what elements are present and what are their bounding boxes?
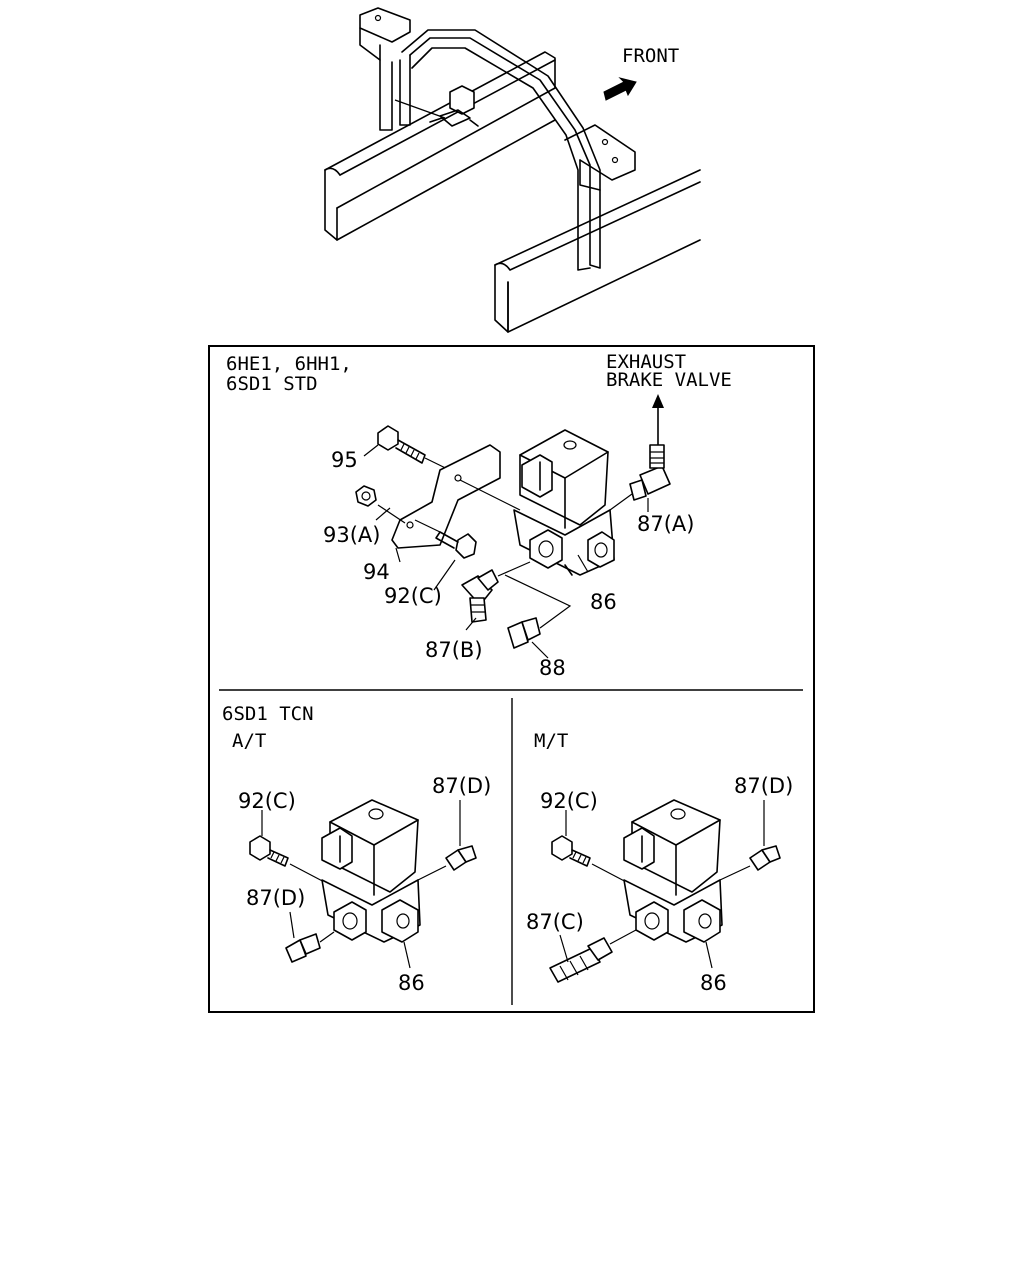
at-callout-87d-left: 87(D) (246, 886, 305, 910)
at-fitting-87d-left (285, 931, 335, 963)
mt-fitting-87c (549, 929, 637, 983)
callout-87b: 87(B) (425, 638, 483, 662)
mt-callout-87d: 87(D) (734, 774, 793, 798)
nut-93a (355, 485, 377, 507)
cross-member (359, 7, 636, 271)
tcn-heading: 6SD1 TCN (222, 703, 314, 725)
std-heading-line2: 6SD1 STD (226, 373, 318, 395)
valve-location-icon (394, 85, 479, 127)
diagram-frame (208, 345, 815, 1013)
front-arrow-icon (603, 77, 637, 101)
mt-callout-92c: 92(C) (540, 789, 598, 813)
at-callout-87d-top: 87(D) (432, 774, 491, 798)
at-valve-86 (321, 799, 421, 943)
bolt-92c (414, 519, 477, 559)
front-label: FRONT (622, 45, 679, 67)
valve-86 (513, 429, 615, 576)
fitting-88 (504, 574, 572, 649)
callout-95: 95 (331, 448, 358, 472)
mt-label: M/T (534, 730, 568, 752)
at-label: A/T (232, 730, 266, 752)
at-callout-92c: 92(C) (238, 789, 296, 813)
callout-94: 94 (363, 560, 390, 584)
mt-callout-87c: 87(C) (526, 910, 584, 934)
arrow-up-icon (652, 394, 664, 446)
fitting-87b (461, 561, 531, 623)
mt-fitting-87d (719, 845, 781, 881)
callout-92c: 92(C) (384, 584, 442, 608)
chassis-overview: FRONT (324, 7, 701, 333)
bracket-94 (377, 444, 521, 549)
mt-callout-86: 86 (700, 971, 727, 995)
at-fitting-87d-top (417, 845, 477, 881)
fitting-87a (609, 444, 671, 511)
callout-88: 88 (539, 656, 566, 680)
callout-93a: 93(A) (323, 523, 380, 547)
tcn-mt-panel: M/T (526, 730, 793, 995)
exhaust-label-line1: EXHAUST (606, 351, 686, 373)
at-bolt-92c (249, 835, 331, 886)
at-callout-86: 86 (398, 971, 425, 995)
mt-valve-86 (623, 799, 723, 943)
callout-87a: 87(A) (637, 512, 694, 536)
mt-bolt-92c (551, 835, 633, 886)
std-heading-line1: 6HE1, 6HH1, (226, 353, 352, 375)
right-frame-rail (494, 169, 701, 333)
callout-86: 86 (590, 590, 617, 614)
tcn-at-panel: 6SD1 TCN A/T (222, 703, 491, 995)
exhaust-label-line2: BRAKE VALVE (606, 369, 732, 391)
std-panel: 6HE1, 6HH1, 6SD1 STD EXHAUST BRAKE VALVE (226, 351, 732, 680)
